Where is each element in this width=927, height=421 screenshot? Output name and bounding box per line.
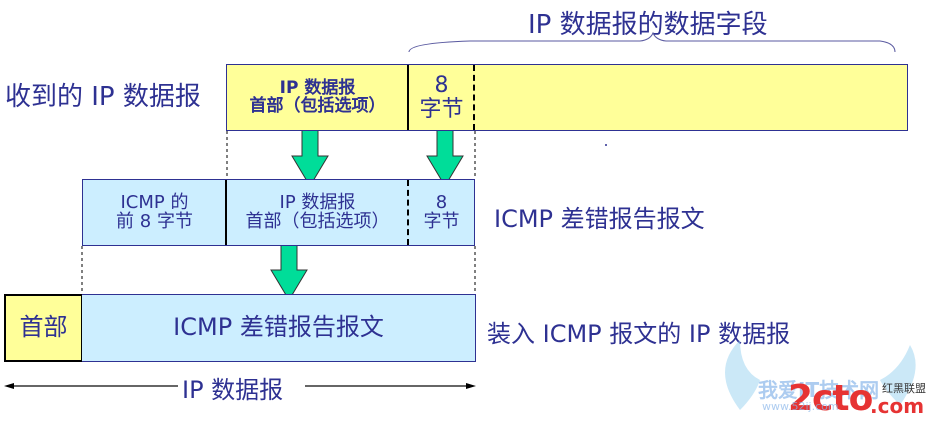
down-arrow-icmp: [270, 243, 308, 301]
row1-divider: [407, 65, 409, 130]
row2-dashed-divider: [407, 180, 409, 245]
row2-eight-line1: 8: [435, 191, 448, 213]
row2-header-line1: IP 数据报: [279, 191, 356, 213]
row1-eight-line2: 字节: [419, 96, 464, 122]
row1-eight-bytes: 8 字节: [409, 65, 474, 130]
row1-side-label: 收到的 IP 数据报: [5, 82, 201, 112]
row2-icmp-line1: ICMP 的: [120, 191, 189, 213]
row2-header-line2: 首部（包括选项）: [245, 210, 390, 232]
row2-header-field: IP 数据报 首部（包括选项）: [227, 180, 408, 245]
row3-header-label: 首部: [19, 313, 68, 342]
watermark-wings-icon: [725, 340, 916, 410]
bottom-span-label: IP 数据报: [182, 376, 284, 404]
watermark-cn: 我爱IT技术网: [758, 378, 880, 402]
down-arrow-header: [291, 129, 329, 187]
row1-eight-line1: 8: [434, 73, 449, 99]
row2-icmp-first-8: ICMP 的 前 8 字节: [83, 180, 226, 245]
row2-icmp-line2: 前 8 字节: [116, 210, 193, 232]
watermark: 我爱IT技术网 2cto .com 红黑联盟 www.52ij.com: [710, 340, 927, 421]
row1-header-line2: 首部（包括选项）: [249, 95, 386, 116]
received-datagram: [226, 64, 908, 131]
row1-header-field: IP 数据报 首部（包括选项）: [227, 65, 408, 130]
top-brace: [408, 31, 896, 53]
stray-dot: [605, 144, 607, 146]
watermark-url: www.52ij.com: [762, 400, 839, 413]
row2-divider: [225, 180, 227, 245]
span-arrowhead-left: [4, 383, 14, 389]
row1-dashed-divider: [473, 65, 475, 130]
row3-body-label: ICMP 差错报告报文: [173, 313, 384, 342]
row1-header-line1: IP 数据报: [279, 77, 356, 98]
span-arrowhead-right: [466, 383, 476, 389]
icmp-error-message: [82, 179, 475, 246]
row2-side-label: ICMP 差错报告报文: [494, 205, 705, 233]
ip-header-box: 首部: [4, 294, 83, 362]
top-brace-label: IP 数据报的数据字段: [528, 10, 768, 40]
row2-eight-bytes: 8 字节: [409, 180, 474, 245]
watermark-suffix: .com: [870, 394, 925, 418]
watermark-tag: 红黑联盟: [882, 382, 926, 395]
down-arrow-eight-bytes: [426, 129, 464, 187]
row2-eight-line2: 字节: [423, 210, 460, 232]
watermark-brand: 2cto: [788, 378, 873, 419]
icmp-payload-box: ICMP 差错报告报文: [82, 294, 476, 362]
